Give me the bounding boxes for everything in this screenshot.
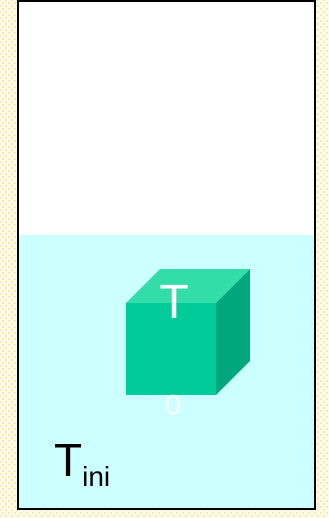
container: T 0 Tini <box>17 0 316 510</box>
cube-label: T <box>154 279 194 327</box>
temperature-label-main: T <box>54 434 82 486</box>
temperature-label-subscript: ini <box>82 461 110 492</box>
temperature-label: Tini <box>54 437 110 483</box>
cube: T 0 <box>126 269 250 395</box>
cube-subscript: 0 <box>158 391 188 419</box>
